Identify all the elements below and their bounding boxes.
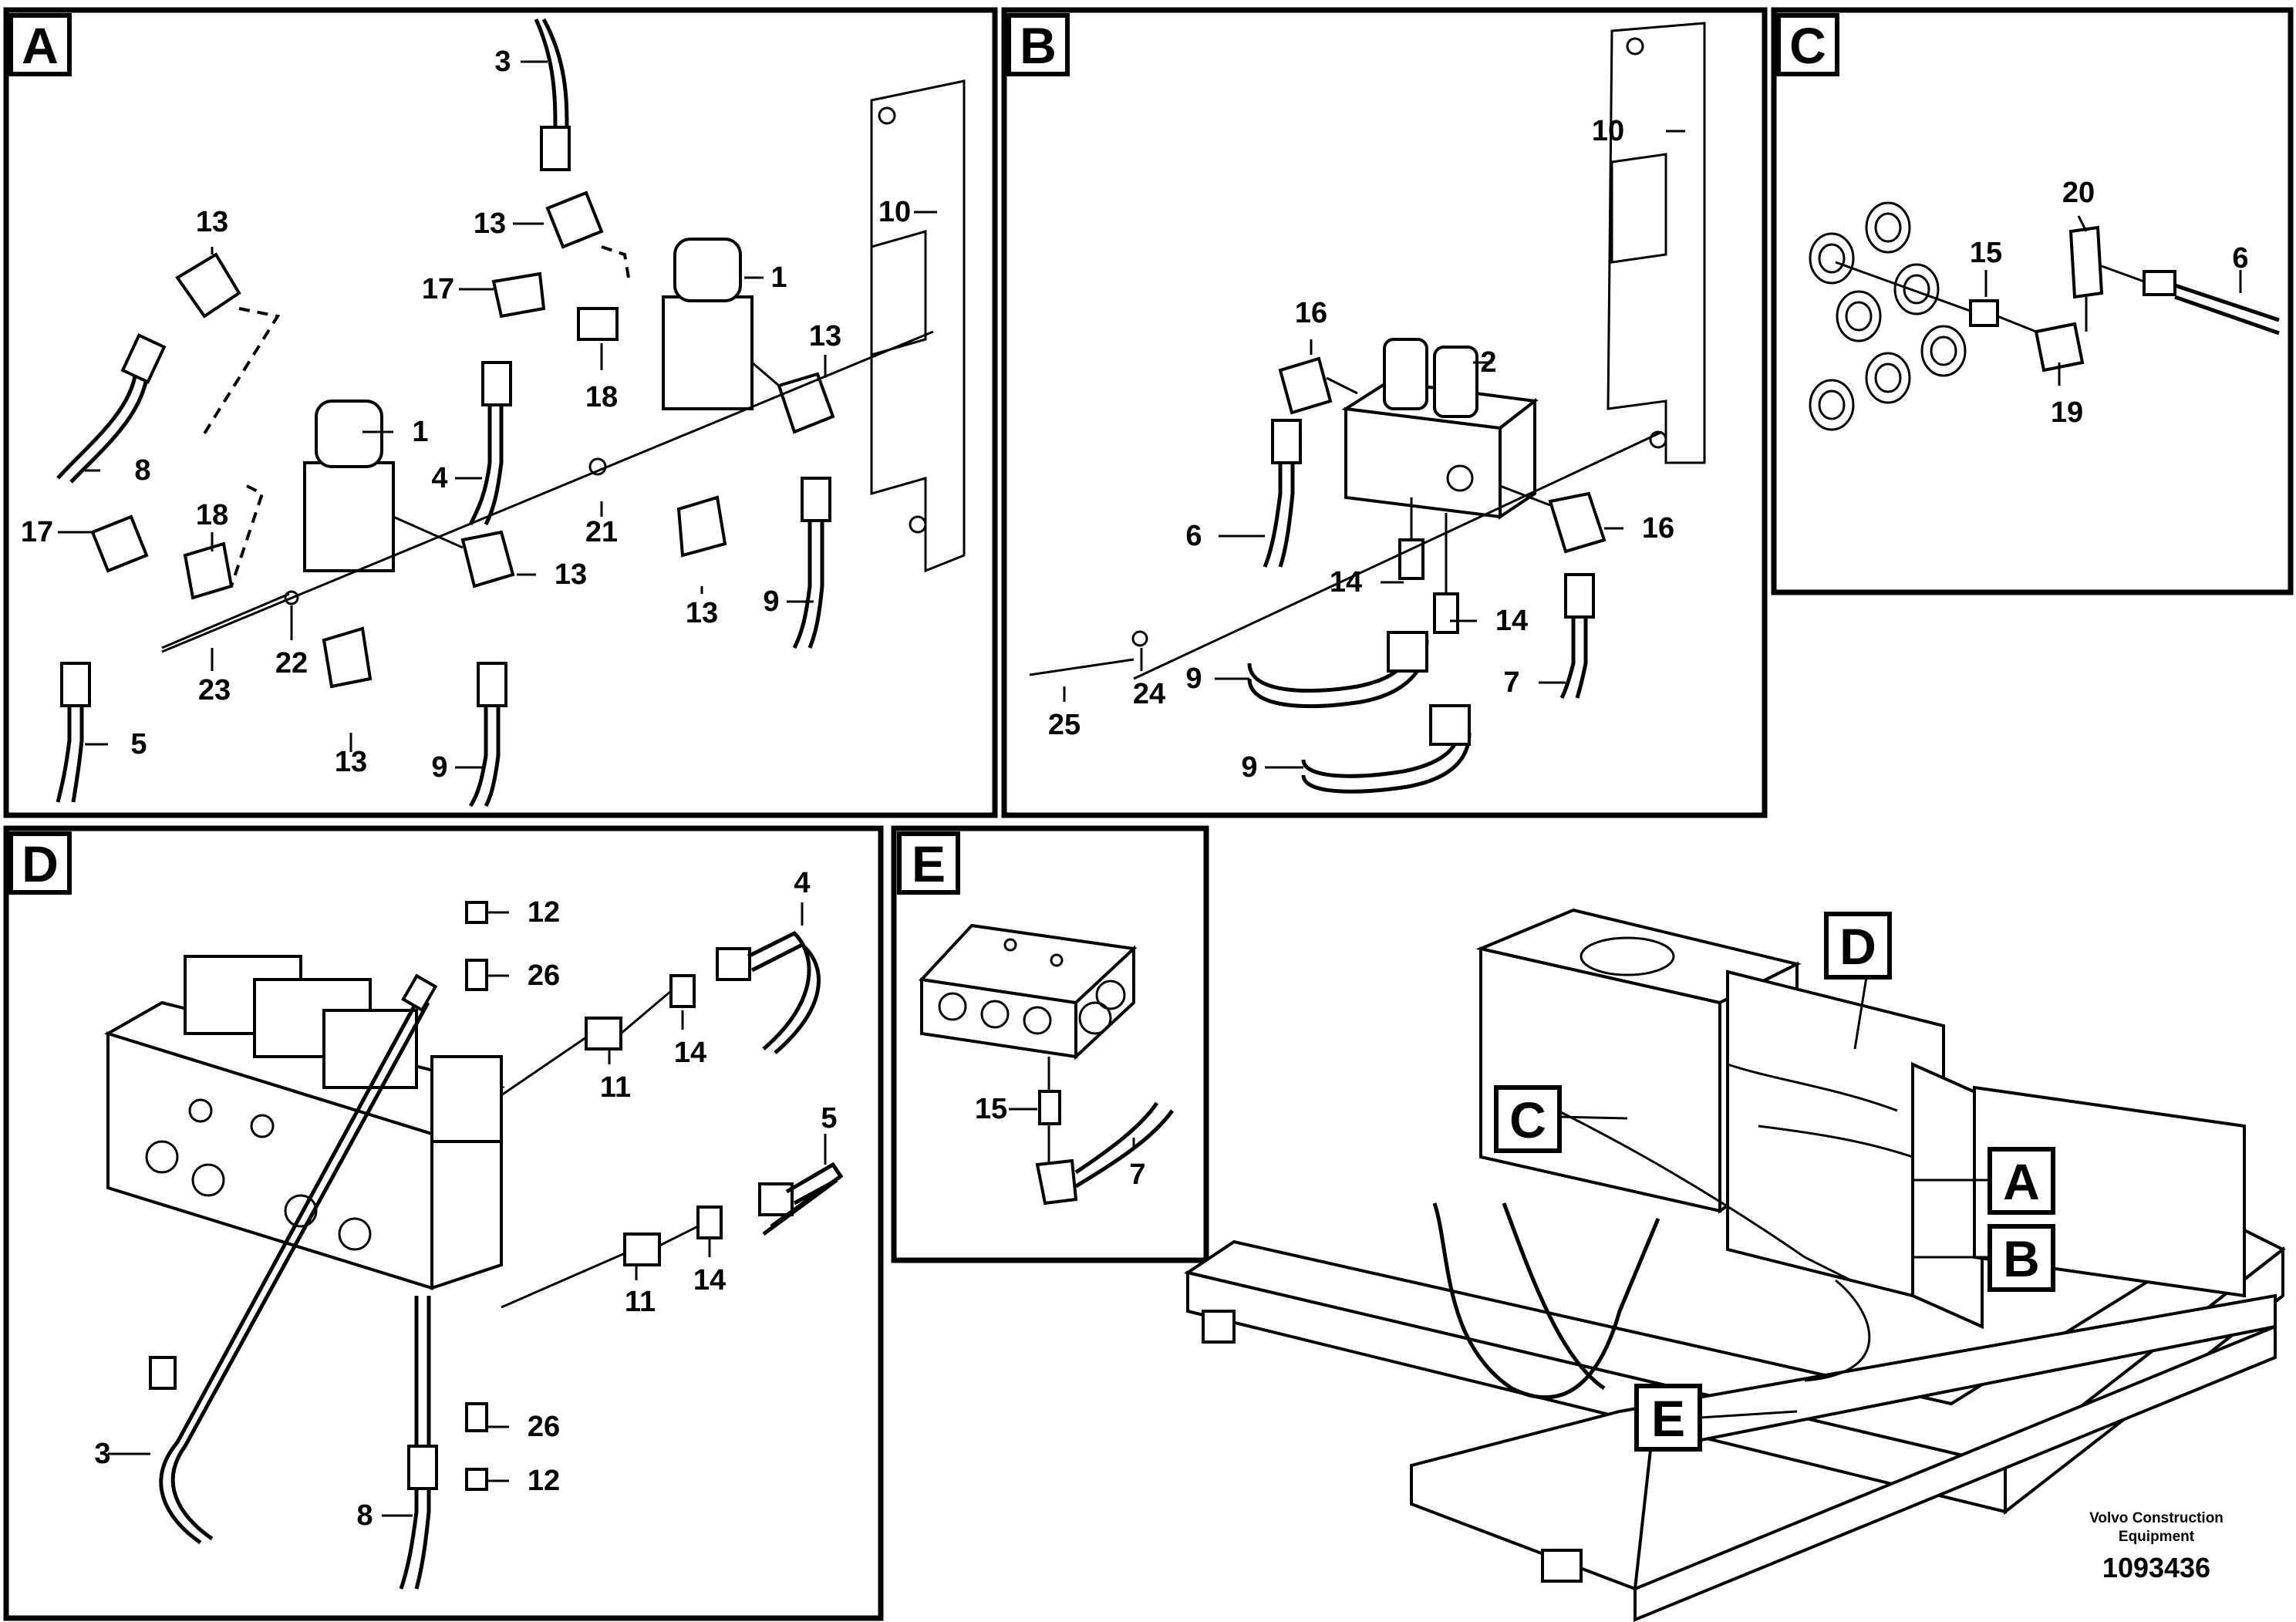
- callout-d-4: 11: [600, 1071, 631, 1104]
- callout-a-9: 1: [412, 416, 428, 448]
- callout-a-1: 3: [494, 46, 511, 78]
- callout-a-7: 18: [585, 381, 618, 413]
- overview-callout-c: C: [1509, 1091, 1546, 1148]
- callout-b-10: 25: [1048, 709, 1081, 741]
- callout-d-2: 26: [528, 959, 560, 992]
- callout-a-22: 9: [431, 751, 447, 784]
- callout-d-11: 12: [528, 1465, 560, 1497]
- callout-c-2: 15: [1970, 237, 2002, 269]
- callout-a-12: 17: [21, 516, 53, 548]
- callout-a-10: 8: [134, 454, 150, 487]
- callout-b-4: 6: [1185, 520, 1202, 552]
- callout-b-12: 9: [1241, 751, 1257, 784]
- footer: Volvo Construction Equipment 1093436: [2089, 1510, 2224, 1583]
- callout-a-11: 4: [431, 462, 447, 494]
- callout-a-19: 22: [275, 647, 308, 679]
- callout-d-9: 3: [94, 1438, 110, 1470]
- callout-d-6: 5: [821, 1102, 837, 1135]
- callout-a-21: 13: [335, 746, 367, 778]
- overview-callout-d: D: [1839, 918, 1876, 975]
- overview-callout-a: A: [2003, 1153, 2040, 1210]
- callout-d-5: 14: [674, 1037, 706, 1069]
- callout-b-9: 7: [1503, 666, 1519, 699]
- callout-a-6: 17: [422, 273, 454, 305]
- panel-b: B: [1001, 7, 1768, 818]
- panel-e-tag: E: [912, 835, 946, 892]
- callout-d-3: 4: [794, 867, 810, 899]
- callout-e-1: 15: [975, 1093, 1007, 1125]
- callout-a-2: 13: [474, 207, 506, 240]
- callout-a-16: 13: [686, 597, 718, 629]
- panel-e: E 15 7: [891, 825, 1209, 1263]
- callout-b-1: 10: [1592, 115, 1624, 147]
- callout-d-1: 12: [528, 896, 560, 929]
- callout-a-17: 9: [763, 585, 779, 618]
- callout-c-1: 20: [2062, 177, 2095, 209]
- callout-a-15: 13: [555, 558, 587, 591]
- callout-b-5: 16: [1642, 512, 1674, 545]
- callout-d-8: 14: [693, 1264, 726, 1297]
- callout-b-8: 9: [1185, 663, 1202, 695]
- callout-a-14: 21: [585, 516, 618, 548]
- drawing-number: 1093436: [2102, 1552, 2210, 1583]
- company-line-1: Volvo Construction: [2089, 1510, 2224, 1526]
- callout-a-4: 1: [770, 261, 787, 294]
- callout-a-18: 23: [198, 674, 231, 706]
- company-line-2: Equipment: [2119, 1529, 2195, 1545]
- overview-machine-drawing: D C A B E: [1184, 908, 2286, 1622]
- overview-callout-e: E: [1651, 1390, 1685, 1447]
- callout-b-11: 24: [1133, 678, 1165, 710]
- callout-e-2: 7: [1129, 1158, 1145, 1191]
- callout-a-5: 10: [878, 196, 911, 228]
- callout-d-10: 26: [528, 1411, 560, 1443]
- callout-a-13: 18: [196, 499, 228, 531]
- callout-b-3: 2: [1480, 346, 1496, 379]
- callout-a-20: 5: [130, 728, 147, 760]
- callout-d-7: 11: [625, 1286, 656, 1318]
- callout-b-6: 14: [1330, 566, 1362, 599]
- panel-a: A: [3, 7, 998, 818]
- callout-b-2: 16: [1295, 297, 1327, 329]
- callout-b-7: 14: [1495, 605, 1528, 637]
- panel-d-tag: D: [22, 835, 59, 892]
- panel-a-tag: A: [22, 17, 59, 74]
- panel-b-tag: B: [1020, 17, 1057, 74]
- callout-a-3: 13: [196, 206, 228, 238]
- panel-c: C 20 15 6 19: [1771, 7, 2294, 595]
- panel-c-tag: C: [1789, 17, 1826, 74]
- callout-c-3: 6: [2232, 242, 2248, 275]
- panel-d: D: [3, 825, 884, 1621]
- callout-a-8: 13: [809, 320, 841, 352]
- callout-c-4: 19: [2051, 396, 2083, 429]
- callout-d-12: 8: [356, 1499, 373, 1532]
- overview-callout-b: B: [2003, 1230, 2040, 1287]
